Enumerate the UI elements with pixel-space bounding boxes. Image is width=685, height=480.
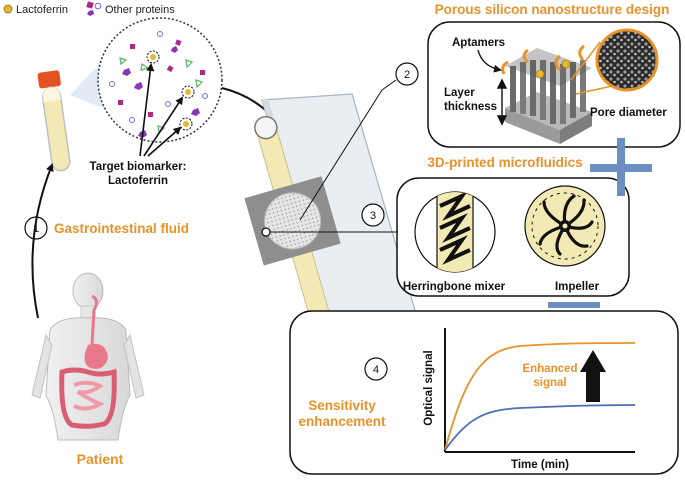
enhanced-arrow-icon [580,350,606,402]
sample-tube [37,70,71,172]
target-biomarker-label: Target biomarker: [90,161,187,173]
stomach [84,343,108,369]
bound-lactoferrin [535,69,545,79]
pore-zoom-circle [595,28,659,92]
target-lactoferrin-label: Lactoferrin [108,175,168,187]
step-3-badge [361,203,385,227]
patient-label: Patient [77,451,124,467]
impeller-label: Impeller [555,281,600,293]
impeller-icon [524,185,606,267]
legend-lactoferrin-label: Lactoferrin [16,4,68,16]
large-intestine [59,367,117,429]
step-1-number: 1 [33,223,39,235]
other-protein-circle-icon [94,2,102,10]
signal-graph: Enhanced signal Optical signal Time (min… [423,328,636,471]
porous-silicon-title: Porous silicon nanostructure design [435,2,670,17]
step-4-number: 4 [373,364,379,376]
sensitivity-label-1: Sensitivity [308,398,376,413]
pore-zoom-line [575,85,613,95]
aptamers-icon [501,44,585,75]
lactoferrin-molecule [179,117,193,131]
tube-cap [37,70,61,89]
layer-thickness-label-1: Layer [444,87,475,99]
baseline-signal-curve [444,404,636,451]
step-3-number: 3 [370,210,376,222]
plus-sign [590,138,652,196]
enhanced-label-2: signal [533,377,566,389]
layer-thickness-label-2: thickness [444,101,497,113]
target-arrows [139,63,184,157]
aptamers-arrow [477,49,502,73]
aptamers-label: Aptamers [452,37,505,49]
herringbone-mixer-icon [414,191,496,273]
lactoferrin-molecule [146,50,160,64]
step-3-target [261,227,271,237]
other-proteins [109,31,208,138]
pore-diameter-label: Pore diameter [590,107,667,119]
nanostructure-block [505,48,592,144]
step-2-connector [299,79,397,221]
step-2-badge [395,62,419,86]
microfluidic-chip [244,93,427,357]
enhanced-label-1: Enhanced [523,363,578,375]
x-axis-label: Time (min) [511,459,569,471]
step-4-badge [364,357,388,381]
sensitivity-panel [289,310,679,475]
lactoferrin-legend-icon [3,4,13,14]
esophagus [90,294,99,346]
legend-other-proteins-label: Other proteins [105,4,175,16]
other-protein-square-icon [86,1,94,9]
small-intestine [73,380,105,411]
layer-thickness-arrow [496,78,508,126]
lactoferrin-molecule [181,85,195,99]
bound-lactoferrin [561,59,571,69]
microfluidics-title: 3D-printed microfluidics [427,155,582,170]
sensitivity-label-2: enhancement [298,414,386,429]
legend: Lactoferrin Other proteins [3,1,175,16]
patient-to-tube-arrow [31,163,54,319]
patient-figure [31,272,145,441]
herringbone-label: Herringbone mixer [403,281,506,293]
y-axis-label: Optical signal [423,350,435,425]
other-protein-pentagon-icon [87,10,94,16]
step-2-number: 2 [404,69,410,81]
protein-zoom-circle [97,17,223,143]
gi-fluid-label: Gastrointestinal fluid [54,221,189,236]
chip-inlet [254,115,278,140]
pore-zoom-line [570,41,601,81]
enhanced-signal-curve [444,342,636,451]
